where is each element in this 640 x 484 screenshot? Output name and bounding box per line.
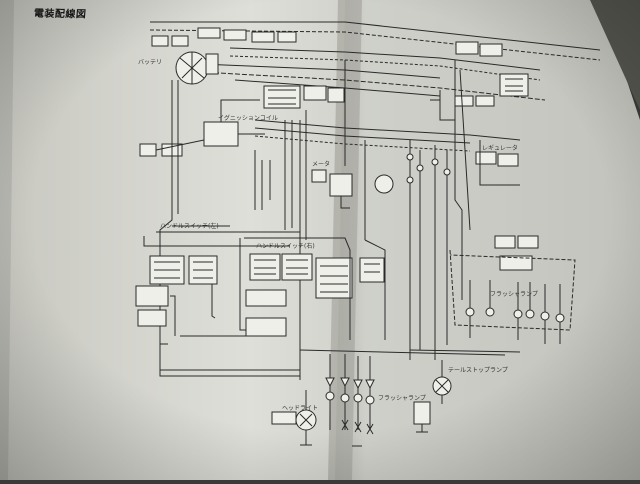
page-title: 電装配線図 (33, 8, 87, 21)
